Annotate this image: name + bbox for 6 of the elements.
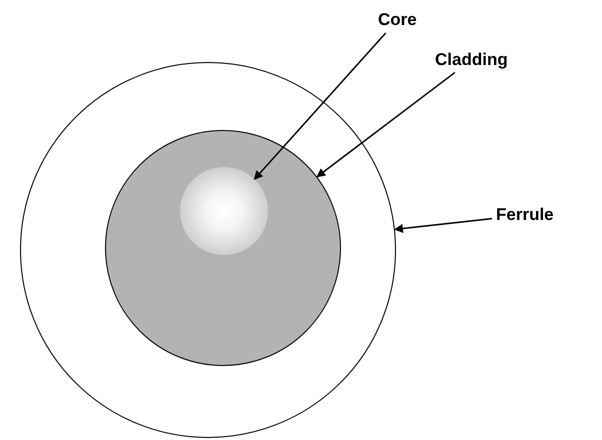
core-label: Core xyxy=(378,10,417,30)
leader-arrow xyxy=(254,32,386,180)
cladding-label: Cladding xyxy=(435,50,508,70)
leader-arrow xyxy=(394,218,492,233)
leader-arrow xyxy=(316,72,456,178)
ferrule-label: Ferrule xyxy=(496,205,554,225)
